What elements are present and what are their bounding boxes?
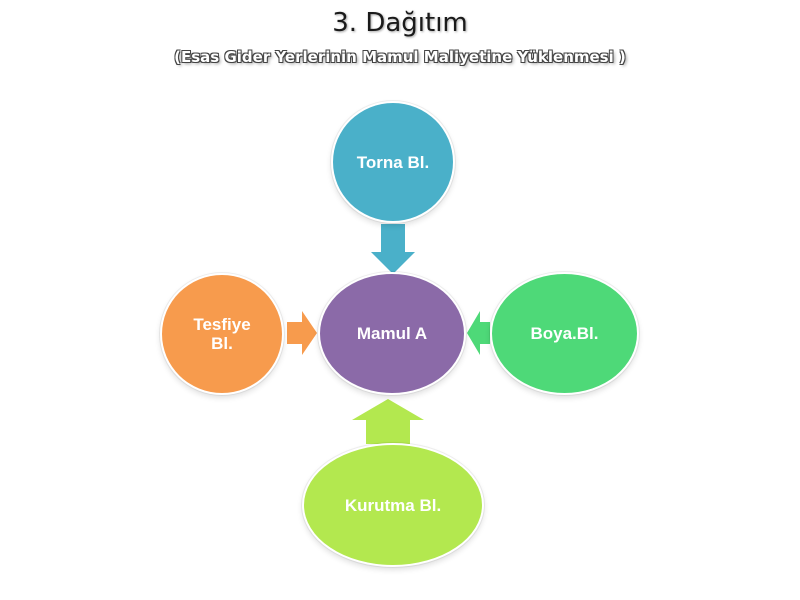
node-torna: Torna Bl. bbox=[331, 101, 455, 223]
node-tesfiye-label: Tesfiye Bl. bbox=[193, 315, 251, 353]
arrow-left-to-center bbox=[287, 311, 317, 355]
node-kurutma: Kurutma Bl. bbox=[302, 443, 484, 567]
node-torna-label: Torna Bl. bbox=[356, 152, 430, 172]
node-boya: Boya.Bl. bbox=[490, 272, 639, 395]
node-kurutma-label: Kurutma Bl. bbox=[344, 495, 442, 515]
node-mamul-a-label: Mamul A bbox=[356, 324, 428, 343]
slide-subtitle: (Esas Gider Yerlerinin Mamul Maliyetine … bbox=[174, 48, 626, 66]
slide-title: 3. Dağıtım bbox=[332, 8, 468, 38]
arrow-right-to-center bbox=[467, 311, 490, 355]
node-tesfiye: Tesfiye Bl. bbox=[160, 273, 284, 395]
arrow-bottom-to-center bbox=[352, 399, 424, 444]
arrow-top-to-center bbox=[371, 224, 415, 274]
node-mamul-a: Mamul A bbox=[318, 272, 466, 395]
node-boya-label: Boya.Bl. bbox=[530, 324, 599, 343]
